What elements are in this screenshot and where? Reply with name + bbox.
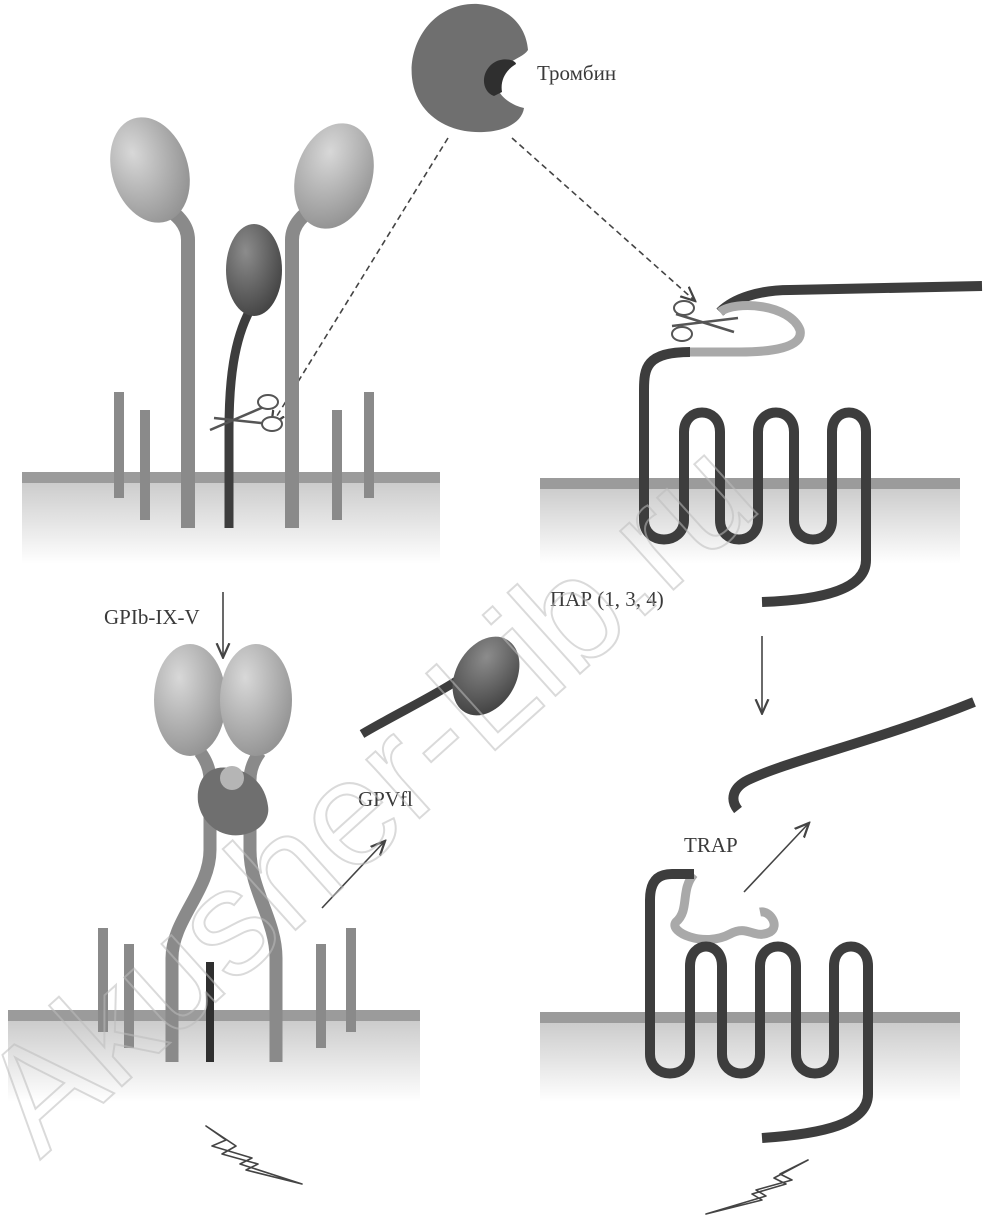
thrombin-to-par-arrow bbox=[512, 138, 694, 300]
membrane-bottom-right bbox=[540, 1018, 960, 1102]
gpib-label: GPIb-IX-V bbox=[104, 605, 200, 629]
thrombin-label: Тромбин bbox=[537, 61, 616, 85]
trap-release-arrow bbox=[744, 824, 808, 892]
par-panel-bottom bbox=[540, 702, 974, 1214]
gpib-panel-top bbox=[22, 107, 440, 564]
trap-label: TRAP bbox=[684, 833, 738, 857]
thrombin-icon bbox=[412, 4, 528, 132]
scissors-icon bbox=[210, 395, 282, 431]
lightning-icon bbox=[206, 1126, 302, 1184]
lightning-icon bbox=[706, 1160, 808, 1214]
